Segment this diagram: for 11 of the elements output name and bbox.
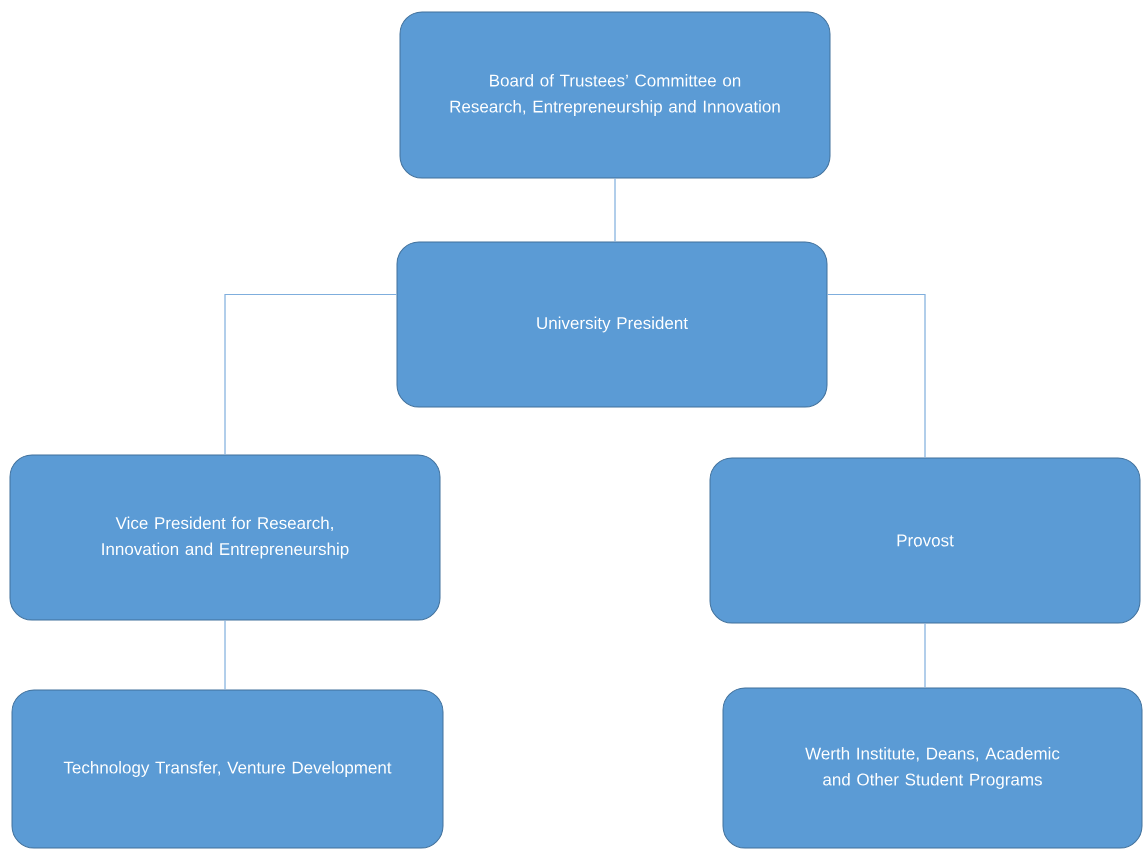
org-box: University President — [396, 241, 828, 408]
connector-line — [614, 177, 616, 243]
connector-line — [826, 293, 926, 459]
org-box: Board of Trustees’ Committee on Research, Entrepreneurship and Innovation — [399, 11, 831, 179]
connector-line — [224, 619, 226, 691]
org-box: Werth Institute, Deans, Academic and Other Student Programs — [722, 687, 1143, 849]
connector-line — [924, 622, 926, 689]
org-box: Provost — [709, 457, 1141, 624]
org-box: Vice President for Research, Innovation and Entrepreneurship — [9, 454, 441, 621]
connector-line — [224, 293, 398, 456]
org-box: Technology Transfer, Venture Development — [11, 689, 444, 849]
